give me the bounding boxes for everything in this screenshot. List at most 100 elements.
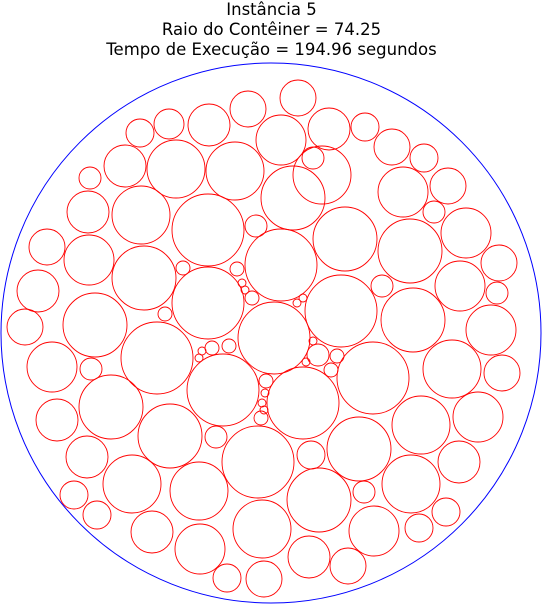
packed-circle xyxy=(175,260,191,276)
packed-circle xyxy=(204,340,220,356)
packed-circle xyxy=(306,343,330,367)
packed-circle xyxy=(287,535,331,579)
packed-circle xyxy=(350,112,380,142)
packed-circle xyxy=(296,440,326,470)
packed-circle xyxy=(229,261,245,277)
packed-circle xyxy=(221,338,237,354)
figure-title: Instância 5 Raio do Contêiner = 74.25 Te… xyxy=(0,0,543,60)
packed-circle xyxy=(329,547,367,585)
packed-circle xyxy=(301,146,325,170)
packed-circle xyxy=(429,167,467,205)
packed-circle xyxy=(204,425,228,449)
packed-circle xyxy=(352,480,376,504)
packed-circle xyxy=(440,207,492,259)
packed-circle xyxy=(422,200,446,224)
packed-circle xyxy=(452,391,504,443)
packed-circle xyxy=(16,269,60,313)
packed-circle xyxy=(323,362,339,378)
packed-circle xyxy=(82,500,112,530)
execution-time-label: Tempo de Execução = 194.96 segundos xyxy=(106,40,437,59)
packed-circle xyxy=(130,510,174,554)
packed-circle xyxy=(79,357,103,381)
packed-circle xyxy=(260,165,326,231)
packed-circle xyxy=(244,290,260,306)
packed-circle xyxy=(78,374,144,440)
packed-circle xyxy=(266,366,340,440)
packed-circle xyxy=(244,228,318,302)
packed-circle xyxy=(431,497,461,527)
packed-circle xyxy=(28,228,66,266)
packed-circle xyxy=(465,304,517,356)
packed-circle xyxy=(194,353,204,363)
packed-circle xyxy=(286,467,352,533)
packed-circle xyxy=(259,405,269,415)
packed-circle xyxy=(422,339,482,399)
packed-circle xyxy=(171,266,245,340)
packed-circle xyxy=(111,185,171,245)
packed-circle xyxy=(35,398,79,442)
packed-circle xyxy=(103,144,147,188)
packed-circle xyxy=(153,108,185,140)
packed-circle xyxy=(409,143,439,173)
packed-circle xyxy=(437,440,481,484)
container-circle xyxy=(0,62,542,604)
packed-circle xyxy=(381,454,441,514)
packed-circle xyxy=(244,214,268,238)
packed-circle xyxy=(301,357,311,367)
packed-circle xyxy=(485,281,509,305)
packed-circle xyxy=(146,139,206,199)
packed-circle xyxy=(221,425,295,499)
instance-title: Instância 5 xyxy=(226,0,317,19)
packed-circles-group xyxy=(6,79,521,598)
packed-circle xyxy=(186,353,260,427)
packed-circle xyxy=(120,321,194,395)
packed-circle xyxy=(260,388,270,398)
packed-circle xyxy=(205,141,265,201)
packed-circle xyxy=(257,398,267,408)
packed-circle xyxy=(157,306,173,322)
packed-circle xyxy=(212,563,242,593)
packed-circle xyxy=(258,373,274,389)
packed-circle xyxy=(78,166,102,190)
packed-circle xyxy=(187,103,231,147)
packed-circle xyxy=(171,193,245,267)
packed-circle xyxy=(255,114,307,166)
packed-circle xyxy=(380,287,446,353)
packed-circle xyxy=(377,166,429,218)
packed-circle xyxy=(240,285,250,295)
packed-circle xyxy=(304,274,378,348)
packed-circle xyxy=(336,341,410,415)
packed-circle xyxy=(63,234,115,286)
packed-circle xyxy=(326,416,392,482)
packed-circle xyxy=(26,341,78,393)
packed-circle xyxy=(307,107,351,151)
packed-circle xyxy=(329,348,345,364)
packed-circle xyxy=(66,190,110,234)
packed-circle xyxy=(370,274,394,298)
packed-circle xyxy=(404,513,434,543)
packed-circle xyxy=(480,244,518,282)
packed-circle xyxy=(62,292,128,358)
packed-circle xyxy=(137,403,203,469)
packed-circle xyxy=(253,410,269,426)
packed-circle xyxy=(59,480,89,510)
packed-circle xyxy=(292,145,352,205)
packed-circle xyxy=(125,118,155,148)
packed-circle xyxy=(245,560,283,598)
packed-circle xyxy=(111,245,177,311)
packed-circle xyxy=(6,308,44,346)
packed-circle xyxy=(434,260,486,312)
packed-circle xyxy=(298,293,308,303)
packed-circle xyxy=(237,301,311,375)
packed-circle xyxy=(102,454,162,514)
packed-circle xyxy=(292,298,302,308)
packed-circle xyxy=(174,523,226,575)
packed-circle xyxy=(373,128,411,166)
container-radius-label: Raio do Contêiner = 74.25 xyxy=(161,20,382,39)
packed-circle xyxy=(348,505,400,557)
packed-circle xyxy=(377,218,443,284)
packed-circle xyxy=(279,79,317,117)
packed-circle xyxy=(169,461,229,521)
packed-circle xyxy=(391,395,451,455)
